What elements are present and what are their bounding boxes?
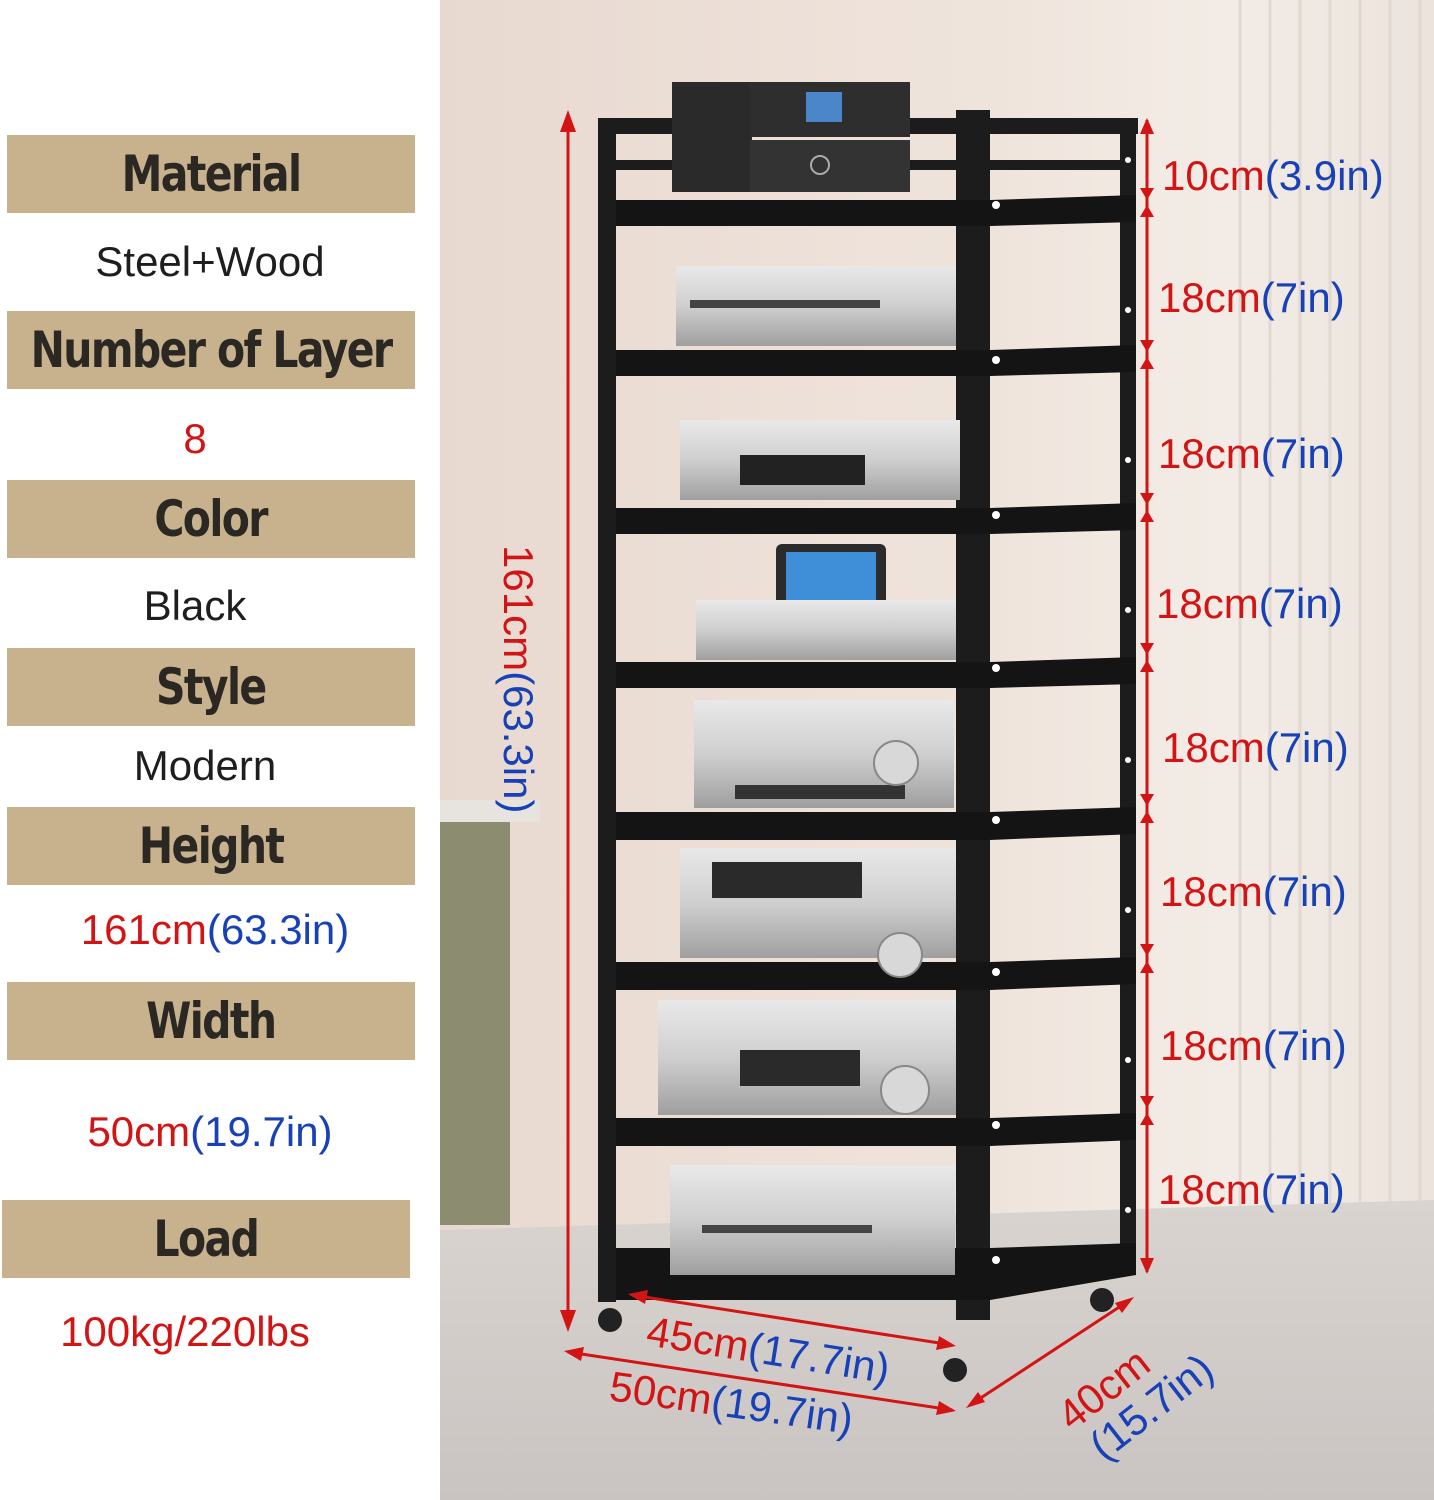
height-arrow-bottom (560, 1310, 576, 1332)
shelf-gap-label-6: 18cm(7in) (1160, 1022, 1347, 1069)
layers-label-box: Number of Layer (7, 311, 415, 389)
height-arrow-top (560, 110, 576, 132)
height-value: 161cm(63.3in) (0, 906, 430, 954)
top-gap-label: 10cm(3.9in) (1162, 152, 1384, 199)
cabinet-top (440, 800, 540, 822)
width-value: 50cm(19.7in) (0, 1108, 420, 1156)
shelf-gap-label-3: 18cm(7in) (1156, 580, 1343, 627)
height-dimension-label: 161cm(63.3in) (495, 545, 542, 813)
depth-arrow-left (966, 1392, 985, 1408)
inner-width-arrow-left (628, 1290, 648, 1304)
wall-panel-lines (1238, 0, 1422, 1300)
shelf-gap-ticks (1140, 118, 1154, 1274)
layers-label: Number of Layer (30, 321, 393, 379)
style-value: Modern (133, 742, 277, 789)
rack-illustration: 161cm(63.3in) 10cm(3.9in) 18cm(7in) 18cm… (440, 0, 1434, 1500)
material-label: Material (121, 145, 302, 203)
width-label: Width (146, 992, 277, 1050)
height-label-box: Height (7, 807, 415, 885)
shelf-gap-label-2: 18cm(7in) (1158, 430, 1345, 477)
load-label: Load (153, 1210, 260, 1268)
color-label-box: Color (7, 480, 415, 558)
inner-width-arrow-right (936, 1336, 956, 1350)
side-cabinet (440, 815, 510, 1225)
outer-width-line (567, 1350, 953, 1412)
width-value-cm: 50cm (87, 1108, 191, 1155)
material-label-box: Material (7, 135, 415, 213)
width-value-in: (19.7in) (190, 1108, 333, 1155)
shelf-gap-label-7: 18cm(7in) (1158, 1166, 1345, 1213)
load-label-box: Load (2, 1200, 410, 1278)
frame-holes (992, 157, 1131, 1264)
depth-line (969, 1298, 1131, 1407)
casters (598, 1288, 1114, 1382)
shelf-gap-label-4: 18cm(7in) (1162, 724, 1349, 771)
audio-devices (658, 82, 960, 1275)
layers-value: 8 (183, 415, 207, 462)
height-label: Height (138, 817, 285, 875)
product-photo: 161cm(63.3in) 10cm(3.9in) 18cm(7in) 18cm… (440, 0, 1434, 1500)
load-value: 100kg/220lbs (60, 1308, 310, 1355)
style-label: Style (156, 658, 267, 716)
shelf-gap-label-5: 18cm(7in) (1160, 868, 1347, 915)
color-label: Color (154, 490, 269, 548)
outer-width-arrow-right (936, 1401, 956, 1415)
inner-width-line (631, 1293, 953, 1347)
spec-panel: Material Steel+Wood Number of Layer 8 Co… (0, 0, 440, 1500)
height-value-in: (63.3in) (206, 906, 350, 953)
depth-arrow-right (1115, 1297, 1134, 1313)
height-value-cm: 161cm (80, 906, 207, 953)
style-label-box: Style (7, 648, 415, 726)
width-label-box: Width (7, 982, 415, 1060)
shelf-gap-label-1: 18cm(7in) (1158, 274, 1345, 321)
color-value: Black (143, 582, 247, 629)
material-value: Steel+Wood (95, 238, 325, 285)
outer-width-arrow-left (564, 1347, 584, 1361)
